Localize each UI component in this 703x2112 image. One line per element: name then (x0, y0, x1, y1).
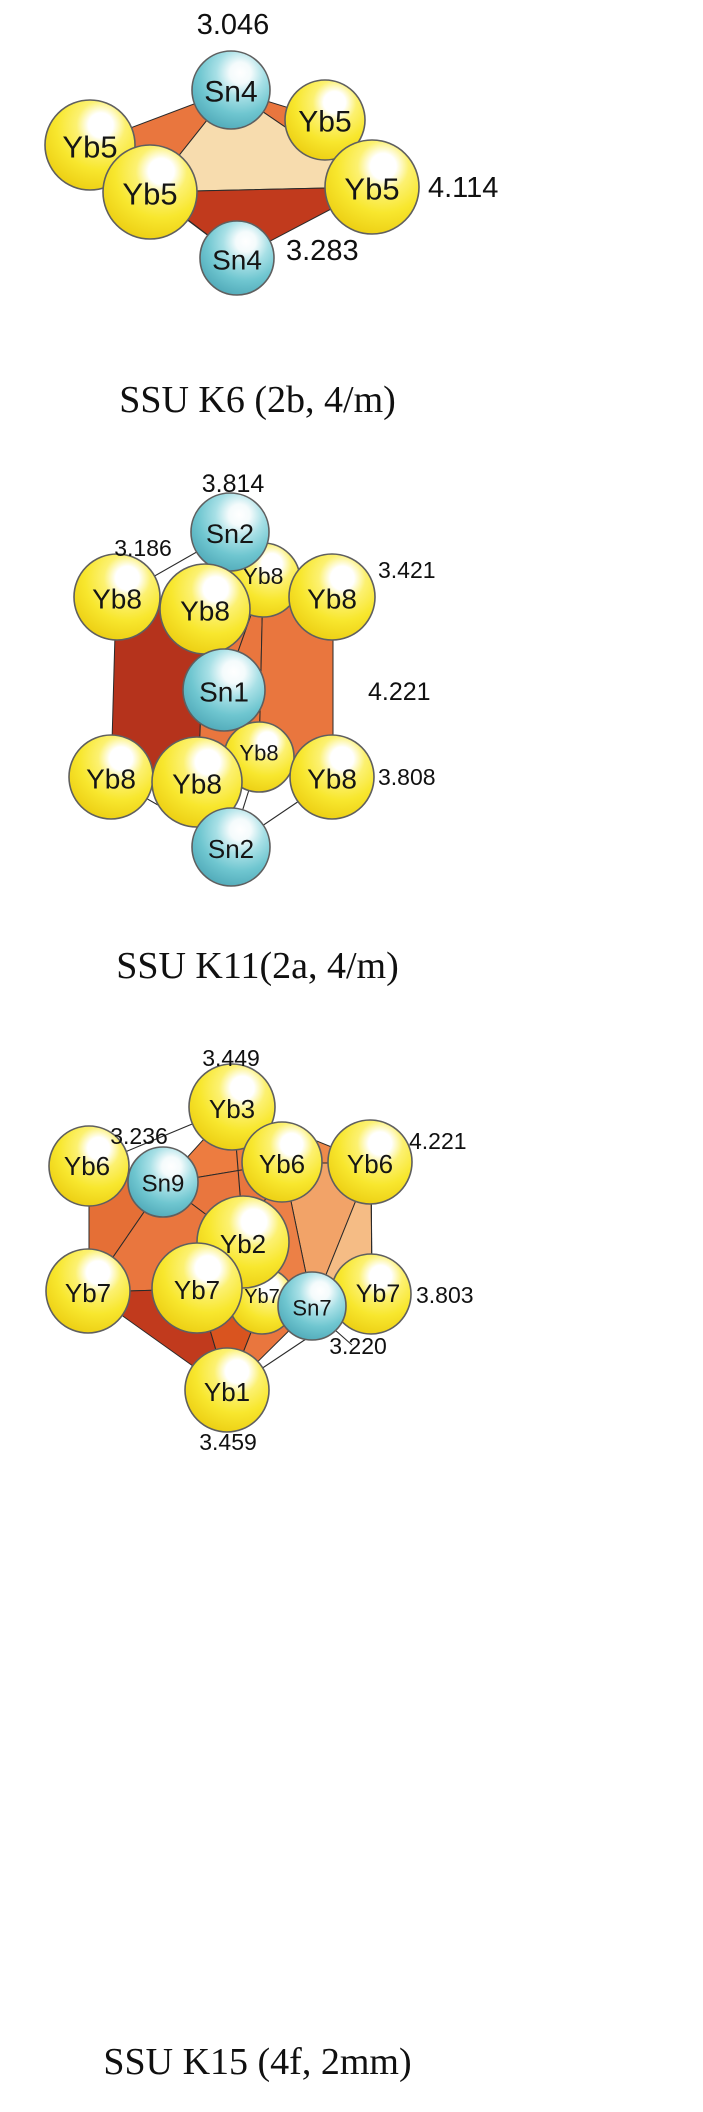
atom-label: Yb8 (180, 596, 230, 627)
distance-label: 3.046 (197, 9, 270, 41)
atom-sphere-yb5-bottom (102, 144, 198, 240)
atom-sphere-yb8-top-right (288, 553, 376, 641)
atom-label: Yb8 (243, 563, 284, 589)
cluster-k11: Yb8 Yb8 Sn2 Yb8 Yb8 Yb8 Sn1 Yb8 Yb8 Yb8 … (68, 470, 436, 887)
atom-label: Sn1 (199, 677, 249, 708)
atom-sphere-sn9 (127, 1146, 199, 1218)
distance-label: 4.114 (428, 172, 498, 204)
distance-label: 3.236 (110, 1123, 168, 1149)
atom-sphere-sn4-top (191, 50, 271, 130)
atom-sphere-sn4-bottom (199, 220, 275, 296)
atom-label: Yb7 (356, 1280, 400, 1308)
atom-sphere-sn1-center (182, 648, 266, 732)
atom-label: Yb8 (307, 764, 357, 795)
distance-label: 4.221 (368, 678, 431, 706)
atom-label: Sn4 (212, 245, 262, 276)
atom-sphere-yb1-bottom (184, 1347, 270, 1433)
atom-label: Yb8 (172, 769, 222, 800)
caption-ssu-k6: SSU K6 (2b, 4/m) (119, 379, 396, 421)
atom-label: Sn9 (142, 1171, 185, 1198)
distance-label: 3.449 (202, 1045, 260, 1071)
distance-label: 4.221 (409, 1128, 467, 1154)
cluster-k15: Yb7 Yb3 Yb6 Sn9 Yb6 Yb6 Yb2 Yb7 Yb7 Yb7 … (45, 1045, 474, 1455)
distance-label: 3.803 (416, 1282, 474, 1308)
atom-sphere-yb6-right (327, 1119, 413, 1205)
atom-label: Yb6 (259, 1149, 305, 1179)
distance-label: 3.459 (199, 1429, 257, 1455)
atom-label: Yb6 (347, 1149, 393, 1179)
distance-label: 3.186 (114, 535, 172, 561)
atom-sphere-yb6-left (48, 1125, 130, 1207)
atom-sphere-yb8-bot-right (289, 734, 375, 820)
atom-label: Yb3 (209, 1094, 255, 1124)
atom-label: Yb8 (307, 584, 357, 615)
atom-sphere-yb3-top (188, 1063, 276, 1151)
atom-label: Yb5 (298, 106, 351, 139)
distance-label: 3.220 (329, 1333, 387, 1359)
atom-label: Yb5 (62, 130, 117, 165)
distance-label: 3.283 (286, 235, 359, 267)
atom-label: Sn2 (208, 834, 254, 864)
distance-label: 3.814 (202, 470, 265, 498)
caption-ssu-k11: SSU K11(2a, 4/m) (116, 945, 399, 987)
atom-label: Yb8 (92, 584, 142, 615)
atom-sphere-sn7 (277, 1271, 347, 1341)
atom-label: Sn2 (206, 519, 254, 549)
distance-label: 3.808 (378, 764, 436, 790)
atom-label: Yb8 (86, 764, 136, 795)
atom-label: Yb7 (65, 1278, 111, 1308)
atom-sphere-yb6-mid (241, 1121, 323, 1203)
atom-sphere-yb5-right (324, 139, 420, 235)
atom-label: Yb5 (122, 177, 177, 212)
atom-label: Yb7 (244, 1286, 280, 1308)
atom-label: Yb6 (64, 1151, 110, 1181)
atom-label: Sn4 (204, 76, 257, 109)
atom-sphere-yb7-mid (151, 1242, 243, 1334)
atom-label: Yb5 (344, 172, 399, 207)
atom-sphere-yb8-top-left (73, 553, 161, 641)
atom-sphere-yb5-top-right (284, 79, 366, 161)
distance-label: 3.421 (378, 557, 436, 583)
atom-label: Yb1 (204, 1377, 250, 1407)
atom-label: Sn7 (292, 1296, 331, 1321)
cluster-k6: Yb5 Sn4 Yb5 Yb5 Yb5 Sn4 3.046 4.114 3.28… (44, 9, 498, 296)
atom-sphere-yb7-left (45, 1248, 131, 1334)
atom-sphere-sn2-bottom (191, 807, 271, 887)
caption-ssu-k15: SSU K15 (4f, 2mm) (103, 2041, 412, 2083)
atom-label: Yb8 (239, 741, 278, 766)
atom-label: Yb7 (174, 1275, 220, 1305)
